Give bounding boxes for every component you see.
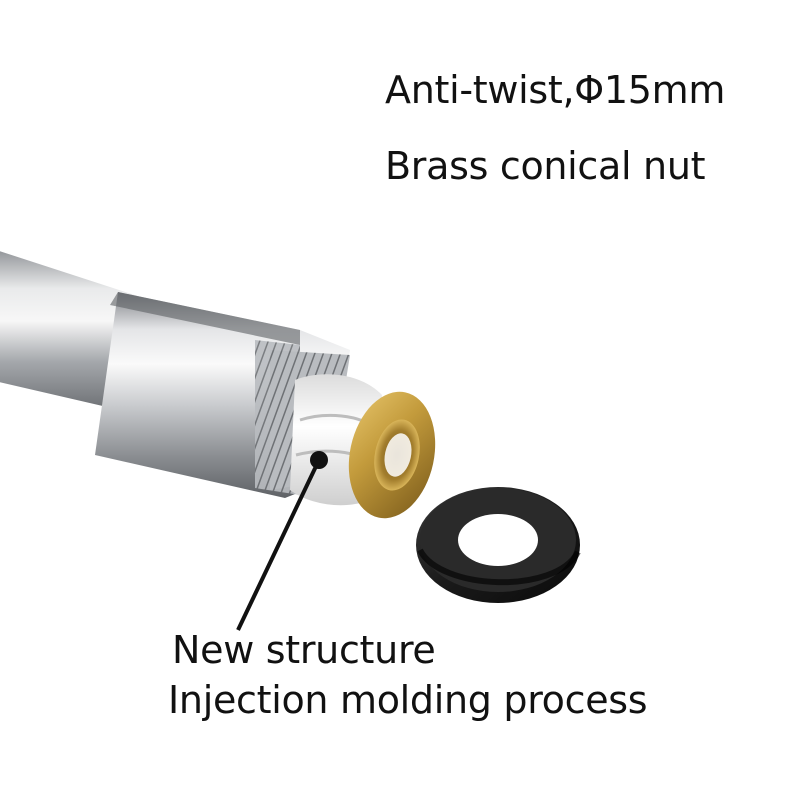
spec-diameter-label: Anti-twist,Φ15mm — [385, 68, 726, 112]
rubber-washer — [416, 487, 581, 603]
callout-process-label: Injection molding process — [168, 678, 648, 722]
callout-leader-line — [236, 459, 321, 631]
brass-nut — [348, 391, 436, 519]
callout-structure-label: New structure — [172, 628, 436, 672]
spec-nut-material-label: Brass conical nut — [385, 144, 706, 188]
